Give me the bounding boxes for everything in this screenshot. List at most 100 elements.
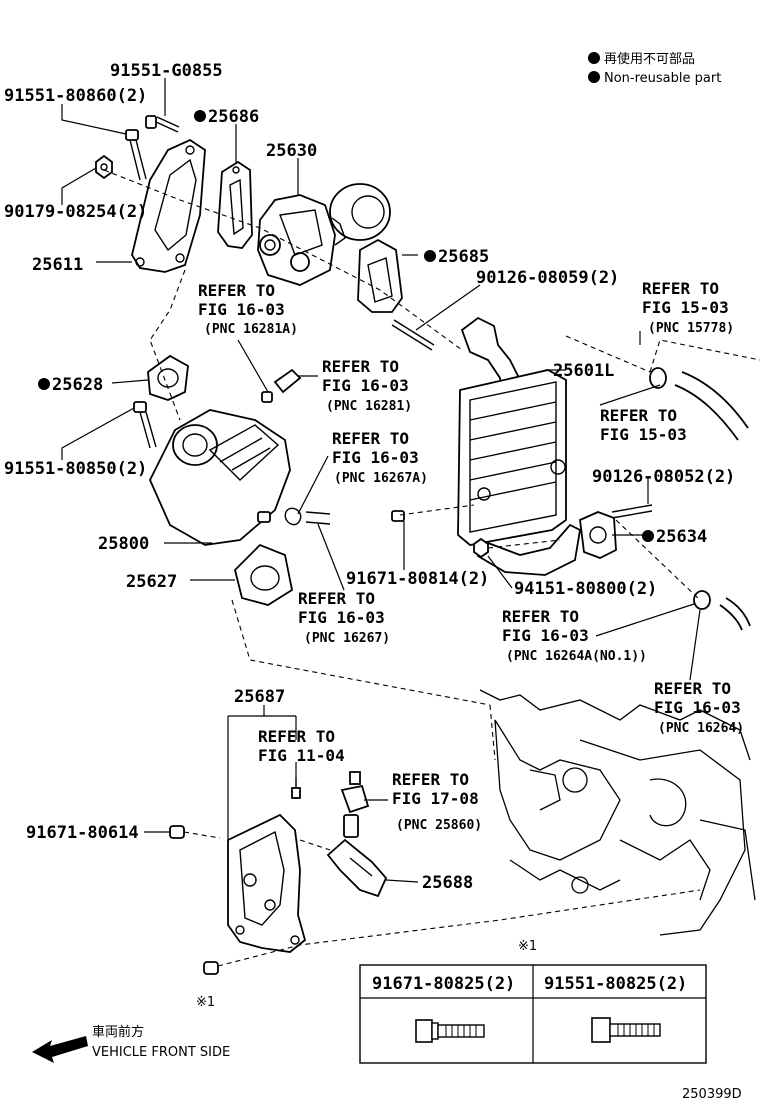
bolt-91551-80850: [133, 401, 157, 449]
label-25687: 25687: [234, 687, 285, 707]
bolt-11-04: [291, 778, 301, 799]
note-table-col2: 91551-80825(2): [544, 974, 687, 994]
note-table-col1: 91671-80825(2): [372, 974, 515, 994]
label-91671-80614: 91671-80614: [26, 823, 139, 843]
leader-lines: [61, 78, 701, 883]
ref-16267: REFER TO FIG 16-03 (PNC 16267): [298, 589, 390, 646]
note-table: 91671-80825(2) 91551-80825(2): [359, 964, 707, 1064]
ref-16281A: REFER TO FIG 16-03 (PNC 16281A): [198, 281, 298, 337]
label-91551-80860: 91551-80860(2): [4, 86, 147, 106]
legend-en: Non-reusable part: [604, 71, 721, 86]
ref-15-03: REFER TO FIG 15-03: [600, 406, 687, 444]
label-25800: 25800: [98, 534, 149, 554]
svg-text:FIG 16-03: FIG 16-03: [298, 608, 385, 627]
bolt-91671-80814: [391, 510, 405, 522]
svg-text:FIG 16-03: FIG 16-03: [332, 448, 419, 467]
svg-text:REFER TO: REFER TO: [642, 279, 719, 298]
label-94151-80800: 94151-80800(2): [514, 579, 657, 599]
non-reusable-dot-icon: [642, 530, 654, 542]
sensor-25860: [340, 771, 370, 838]
svg-text:REFER TO: REFER TO: [332, 429, 409, 448]
label-90126-08052: 90126-08052(2): [592, 467, 735, 487]
stud-90126-08059: [391, 319, 435, 351]
figure-code: 250399D: [682, 1087, 742, 1102]
ref-25860: REFER TO FIG 17-08 (PNC 25860): [392, 770, 482, 833]
clamp-16267A: [284, 507, 331, 526]
svg-text:FIG 15-03: FIG 15-03: [642, 298, 729, 317]
label-25688: 25688: [422, 873, 473, 893]
non-reusable-dot-icon: [194, 110, 206, 122]
svg-text:REFER TO: REFER TO: [502, 607, 579, 626]
label-90126-08059: 90126-08059(2): [476, 268, 619, 288]
label-25601L: 25601L: [553, 361, 614, 381]
label-25634: 25634: [656, 527, 707, 547]
svg-text:FIG 11-04: FIG 11-04: [258, 746, 345, 765]
ref-11-04: REFER TO FIG 11-04: [258, 727, 345, 765]
ref-15778: REFER TO FIG 15-03 (PNC 15778): [642, 279, 734, 336]
legend-jp: 再使用不可部品: [604, 51, 695, 67]
label-25627: 25627: [126, 572, 177, 592]
svg-text:REFER TO: REFER TO: [600, 406, 677, 425]
non-reusable-dot-icon: [38, 378, 50, 390]
svg-text:(PNC 16267): (PNC 16267): [304, 631, 390, 646]
bolt-91551-G0855: [145, 115, 180, 133]
bolt-note1: [203, 961, 219, 975]
label-25628: 25628: [52, 375, 103, 395]
svg-text:(PNC 16264A(NO.1)): (PNC 16264A(NO.1)): [506, 649, 647, 664]
guide-lines: [103, 169, 760, 967]
flange-bolt-icon: [415, 1019, 485, 1043]
svg-text:REFER TO: REFER TO: [198, 281, 275, 300]
gasket-25627: [234, 543, 294, 606]
nut-90179-08254: [95, 154, 113, 180]
hose-16264: [693, 590, 751, 631]
ref-16264: REFER TO FIG 16-03 (PNC 16264): [654, 679, 744, 736]
non-reusable-dot-icon: [588, 71, 600, 83]
gasket-25686: [217, 160, 253, 249]
label-91551-G0855: 91551-G0855: [110, 61, 223, 81]
label-25686: 25686: [208, 107, 259, 127]
hose-15778: [649, 367, 749, 441]
svg-text:(PNC 25860): (PNC 25860): [396, 818, 482, 833]
svg-text:REFER TO: REFER TO: [392, 770, 469, 789]
svg-text:FIG 17-08: FIG 17-08: [392, 789, 479, 808]
gasket-25685: [357, 238, 403, 313]
nut-94151-80800: [473, 537, 489, 559]
label-91551-80850: 91551-80850(2): [4, 459, 147, 479]
svg-text:FIG 16-03: FIG 16-03: [654, 698, 741, 717]
svg-text:REFER TO: REFER TO: [258, 727, 335, 746]
label-25685: 25685: [438, 247, 489, 267]
front-label-en: VEHICLE FRONT SIDE: [92, 1045, 230, 1060]
egr-cooler-25601L: [457, 316, 581, 576]
svg-text:REFER TO: REFER TO: [298, 589, 375, 608]
hex-bolt-icon: [591, 1017, 661, 1043]
egr-valve-25630: [257, 183, 391, 286]
ref-16264A: REFER TO FIG 16-03 (PNC 16264A(NO.1)): [502, 607, 647, 664]
svg-text:FIG 16-03: FIG 16-03: [502, 626, 589, 645]
label-90179-08254: 90179-08254(2): [4, 202, 147, 222]
svg-text:(PNC 16264): (PNC 16264): [658, 721, 744, 736]
bolt-91671-80614: [169, 825, 185, 839]
non-reusable-dot-icon: [424, 250, 436, 262]
front-arrow-icon: [32, 1036, 88, 1063]
flange-25611: [131, 138, 206, 273]
non-reusable-dot-icon: [588, 52, 600, 64]
note-mark-bolt: ※1: [196, 995, 215, 1010]
hose-16281: [261, 368, 302, 403]
svg-text:(PNC 16267A): (PNC 16267A): [334, 471, 428, 486]
gasket-25628: [147, 354, 189, 401]
bracket-25688: [326, 838, 388, 898]
svg-text:FIG 15-03: FIG 15-03: [600, 425, 687, 444]
svg-text:FIG 16-03: FIG 16-03: [322, 376, 409, 395]
engine-block: [479, 689, 756, 936]
housing-25800: [149, 409, 291, 546]
bolt-91551-80860: [125, 129, 147, 181]
ref-16281: REFER TO FIG 16-03 (PNC 16281): [322, 357, 412, 414]
svg-text:REFER TO: REFER TO: [322, 357, 399, 376]
svg-text:(PNC 16281A): (PNC 16281A): [204, 322, 298, 337]
bracket-25687: [227, 813, 307, 953]
svg-text:(PNC 15778): (PNC 15778): [648, 321, 734, 336]
note-mark-table: ※1: [518, 939, 537, 954]
label-25611: 25611: [32, 255, 83, 275]
ref-16267A: REFER TO FIG 16-03 (PNC 16267A): [332, 429, 428, 486]
